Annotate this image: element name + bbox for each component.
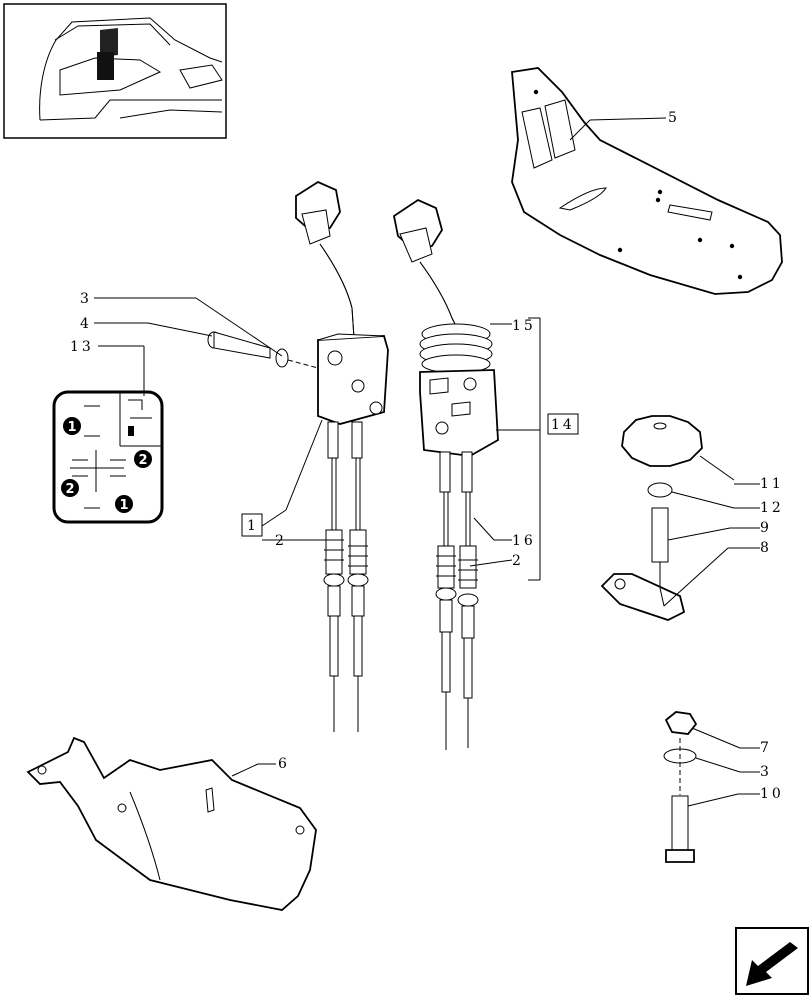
arrow-back-icon[interactable] (735, 927, 809, 995)
lever-assembly-right (392, 198, 499, 750)
bracket-part-5 (511, 67, 783, 295)
label-16: 16 (512, 533, 536, 549)
knob-part-11 (600, 415, 703, 621)
label-15: 15 (512, 318, 536, 334)
label-3a: 3 (80, 291, 92, 307)
label-11: 11 (760, 476, 784, 492)
tractor-cab-thumbnail (3, 3, 227, 139)
label-3b: 3 (760, 764, 772, 780)
svg-text:1: 1 (67, 420, 76, 435)
box-label-1 (241, 513, 263, 537)
svg-text:2: 2 (138, 453, 147, 468)
svg-text:1: 1 (119, 498, 128, 513)
label-2a: 2 (275, 533, 287, 549)
fastener-set (663, 711, 698, 863)
label-13: 13 (70, 339, 94, 355)
label-8: 8 (760, 540, 772, 556)
label-9: 9 (760, 520, 772, 536)
leader-lines (94, 117, 760, 807)
label-4: 4 (80, 316, 92, 332)
shift-pattern-legend: 1 2 2 1 (52, 390, 164, 524)
label-12: 12 (760, 500, 784, 516)
lever-assembly-left (295, 180, 389, 732)
label-10: 10 (760, 786, 784, 802)
svg-text:2: 2 (65, 482, 74, 497)
label-1: 1 (247, 518, 259, 534)
part-labels: 3 4 13 1 2 5 6 15 14 16 2 11 12 9 8 7 3 … (70, 110, 784, 802)
shield-part-6 (26, 736, 317, 911)
label-7: 7 (760, 740, 772, 756)
label-14: 14 (551, 417, 575, 433)
label-5: 5 (668, 110, 680, 126)
box-label-14 (547, 413, 579, 435)
label-2b: 2 (512, 553, 524, 569)
bolt-part-4 (207, 331, 319, 369)
label-6: 6 (278, 756, 290, 772)
